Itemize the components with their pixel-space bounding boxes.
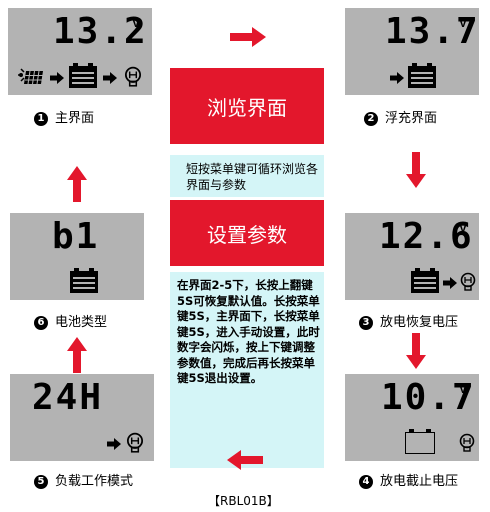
arrow-icon-right [230,27,266,47]
solar-panel-icon [18,68,43,85]
setup-banner: 设置参数 [170,200,324,266]
browse-banner: 浏览界面 [170,68,324,144]
battery-icon [405,429,435,454]
battery-icon [411,268,439,293]
lamp-icon [124,432,146,454]
lcd-float-screen: 13.7 V [345,8,479,95]
display-reading: 10.7 [381,377,476,418]
display-reading: 13.7 [385,11,480,52]
step-number-5: 5 [34,475,48,489]
lcd-battery-type-screen: b1 [10,213,144,300]
lcd-cutoff-voltage-screen: 10.7 V [345,374,479,461]
volt-unit: V [459,382,468,396]
lcd-main-screen: 13.2 V [8,8,152,95]
arrow-icon-up [67,166,87,202]
arrow-icon-down [406,152,426,188]
display-reading: 13.2 [53,11,148,52]
arrow-icon [50,72,64,84]
lamp-icon [458,271,478,293]
step-number-1: 1 [34,112,48,126]
lamp-icon [457,432,477,454]
display-reading: b1 [52,216,100,257]
browse-info-box: 短按菜单键可循环浏览各界面与参数 [170,155,324,197]
volt-unit: V [459,16,468,30]
step-number-4: 4 [359,475,373,489]
battery-icon [408,63,436,88]
model-label: 【RBL01B】 [208,494,279,508]
arrow-icon [103,72,117,84]
step-number-3: 3 [359,316,373,330]
setup-info-box: 在界面2-5下，长按上翻键5S可恢复默认值。长按菜单键5S，主界面下，长按菜单键… [170,272,324,468]
display-reading: 24H [32,377,104,418]
step-number-2: 2 [364,112,378,126]
step-number-6: 6 [34,316,48,330]
arrow-icon-down [406,333,426,369]
volt-unit: V [459,221,468,235]
arrow-icon [107,438,121,450]
battery-icon [70,268,98,293]
arrow-icon [390,72,404,84]
lcd-load-mode-screen: 24H [10,374,154,461]
arrow-icon-up [67,337,87,373]
display-reading: 12.6 [379,216,474,257]
arrow-icon-left [227,450,263,470]
volt-unit: V [132,16,141,30]
battery-icon [69,63,97,88]
lamp-icon [122,66,144,88]
lcd-recovery-voltage-screen: 12.6 V [345,213,479,300]
arrow-icon [443,277,457,289]
